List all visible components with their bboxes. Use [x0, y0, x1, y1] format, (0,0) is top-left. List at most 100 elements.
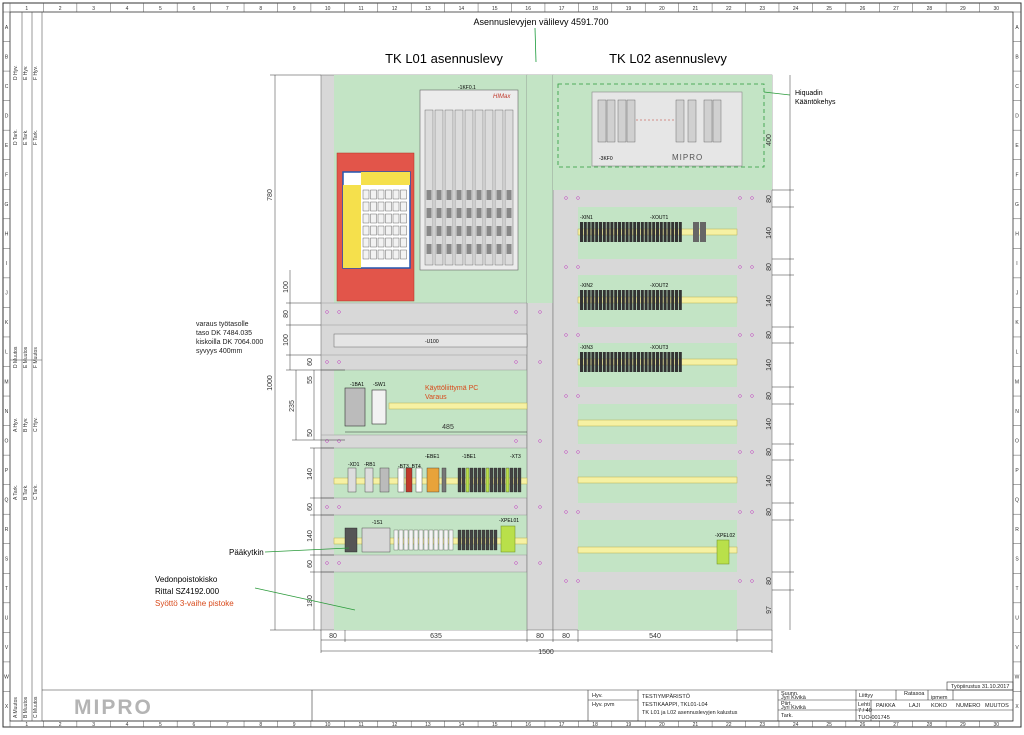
- mounting-hole: [750, 510, 754, 514]
- terminal-device: [397, 467, 405, 493]
- tb-koko: KOKO: [931, 703, 948, 709]
- terminal-block: [587, 352, 591, 372]
- strain-leader: [254, 587, 356, 611]
- row-letter: K: [1015, 320, 1019, 326]
- rev-label: A Muutos: [13, 697, 19, 718]
- slot-connector: [496, 226, 502, 236]
- terminal-block: [587, 290, 591, 310]
- terminal-block: [501, 467, 506, 493]
- terminal-block: [629, 290, 633, 310]
- module-cell: [370, 213, 377, 224]
- main-switch-leader: [264, 547, 350, 553]
- mounting-hole: [564, 510, 568, 514]
- mounting-hole: [576, 579, 580, 583]
- terminal-device: [415, 467, 423, 493]
- tb-ratasoa: Ratasoa: [904, 691, 925, 697]
- mcb: [408, 529, 414, 551]
- column-number: 24: [793, 722, 799, 728]
- row-letter: P: [1015, 468, 1019, 474]
- terminal-block: [610, 290, 614, 310]
- mounting-hole: [337, 505, 341, 509]
- terminal-block: [489, 467, 494, 493]
- terminal-block: [606, 352, 610, 372]
- spacing-plate-upper: [527, 75, 553, 303]
- mounting-hole: [564, 394, 568, 398]
- terminal-block: [678, 222, 682, 242]
- revision-labels: D Hyv. E Hyv. F Hyv. D Tark. E Tark. F T…: [13, 65, 39, 718]
- slot-connector: [446, 190, 452, 200]
- dim-100b: 100: [283, 334, 290, 346]
- column-number: 24: [793, 6, 799, 12]
- row-letter: C: [5, 84, 9, 90]
- mounting-hole: [564, 333, 568, 337]
- column-number: 26: [860, 6, 866, 12]
- mounting-hole: [325, 439, 329, 443]
- column-ruler: 1122334455667788991010111112121313141415…: [9, 3, 999, 728]
- terminal-block: [461, 467, 466, 493]
- himax-slot: [454, 109, 464, 266]
- row-letter: U: [1015, 616, 1019, 622]
- title-block-text: Työpiirustus 31.10.2017 Hyv. Hyv. pvm TE…: [592, 684, 1009, 721]
- column-number: 28: [927, 6, 933, 12]
- dim-80a: 80: [283, 310, 290, 318]
- terminal-block: [656, 290, 659, 310]
- row-letter: V: [1015, 645, 1019, 651]
- ui-label-2: Varaus: [425, 394, 447, 401]
- terminal-block: [465, 529, 470, 551]
- terminal-block: [633, 222, 637, 242]
- mounting-hole: [738, 450, 742, 454]
- row-letter: M: [1015, 379, 1019, 385]
- terminal-block: [602, 290, 606, 310]
- terminal-end: [693, 222, 699, 242]
- terminal-block: [493, 529, 498, 551]
- terminal-block: [610, 222, 614, 242]
- dim-r80f: 80: [766, 508, 773, 516]
- rev-label: A Tark.: [13, 485, 19, 500]
- mounting-hole: [564, 450, 568, 454]
- module-cell: [392, 213, 400, 224]
- terminal-block: [671, 222, 675, 242]
- hiquad-modules: [597, 99, 722, 143]
- slot-connector: [476, 226, 482, 236]
- mounting-hole: [538, 505, 542, 509]
- terminal-device: [379, 467, 390, 493]
- terminal-block: [652, 352, 656, 372]
- label-xd1: -XD1: [348, 462, 360, 468]
- module-cell: [385, 213, 392, 224]
- himax-slot: [504, 109, 514, 266]
- mounting-hole: [325, 561, 329, 565]
- dimension-lines: [270, 74, 794, 653]
- terminal-block: [465, 467, 470, 493]
- mounting-hole: [750, 265, 754, 269]
- slot-connector: [486, 190, 492, 200]
- tb-numero: NUMERO: [956, 703, 981, 709]
- module-cell: [385, 201, 392, 212]
- column-number: 1: [25, 722, 28, 728]
- rev-label: F Tark.: [33, 130, 39, 145]
- column-number: 11: [358, 6, 363, 12]
- slot-connector: [466, 190, 472, 200]
- slot-connector: [436, 208, 442, 218]
- row-letter: Q: [1015, 497, 1019, 503]
- terminal-block: [629, 222, 633, 242]
- terminal-block: [678, 352, 682, 372]
- column-number: 8: [259, 722, 262, 728]
- dim-b80c: 80: [562, 633, 570, 640]
- hiquad-leader: [763, 91, 791, 96]
- slot-connector: [426, 244, 432, 254]
- terminal-block: [663, 290, 667, 310]
- terminal-block: [648, 352, 652, 372]
- terminal-block: [618, 352, 621, 372]
- mounting-hole: [514, 439, 518, 443]
- slot-connector: [506, 208, 512, 218]
- slot-connector: [426, 226, 432, 236]
- mounting-hole: [738, 265, 742, 269]
- module-cell: [400, 237, 407, 248]
- tb-tark: Tark.: [781, 713, 793, 719]
- terminal-block: [678, 290, 682, 310]
- terminal-block: [599, 290, 602, 310]
- terminal-block: [591, 290, 595, 310]
- plate2-title: TK L02 asennuslevy: [609, 51, 727, 66]
- row-letter: E: [1015, 143, 1019, 149]
